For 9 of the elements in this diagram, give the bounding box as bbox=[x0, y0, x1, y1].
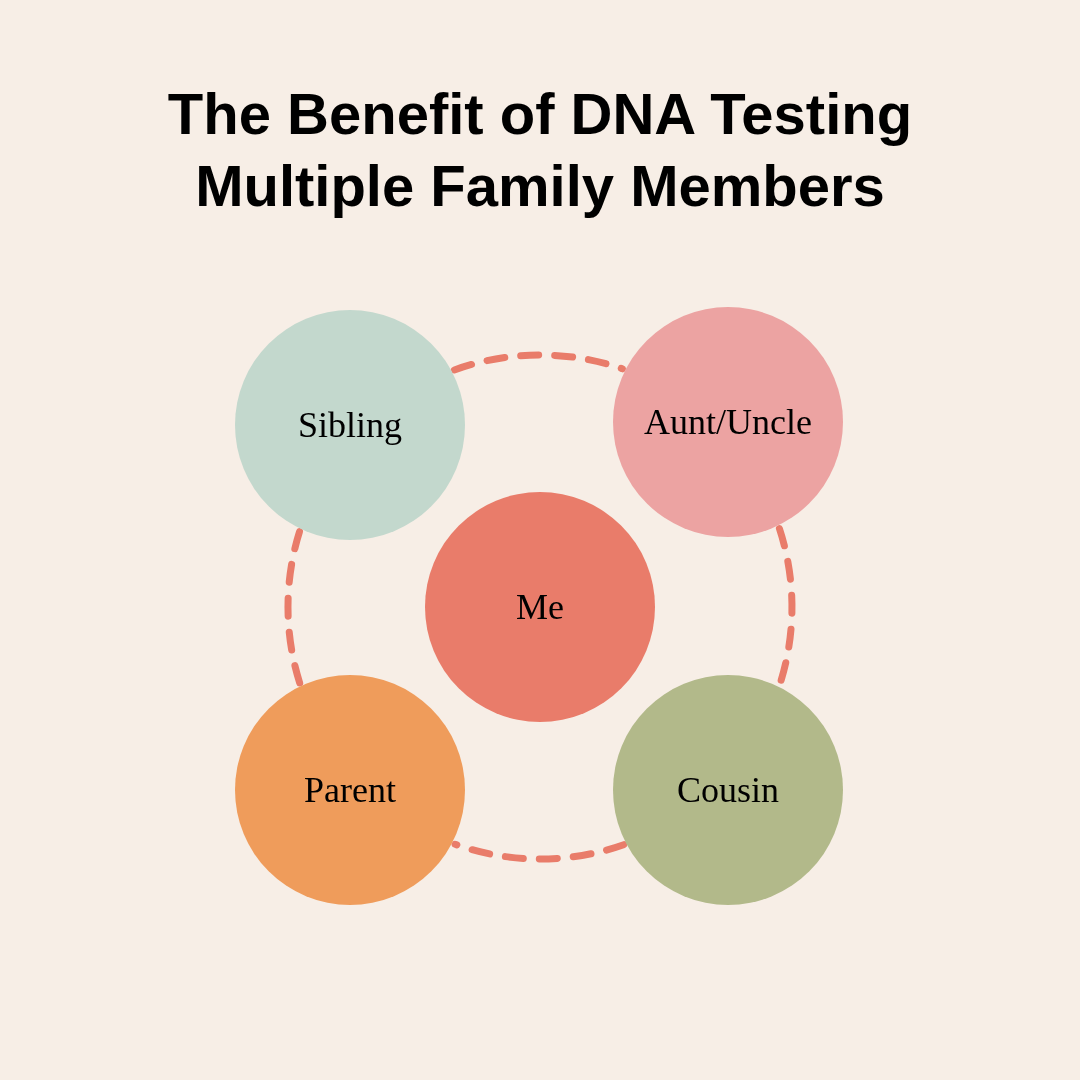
member-label: Cousin bbox=[677, 769, 779, 812]
member-label: Sibling bbox=[298, 404, 402, 447]
member-label: Me bbox=[516, 586, 564, 629]
dashed-connector bbox=[450, 351, 626, 374]
member-label: Aunt/Uncle bbox=[644, 401, 812, 444]
dashed-connector bbox=[284, 528, 304, 687]
title: The Benefit of DNA Testing Multiple Family Members bbox=[166, 80, 914, 220]
member-label: Parent bbox=[304, 769, 396, 812]
dashed-connector bbox=[451, 840, 628, 863]
